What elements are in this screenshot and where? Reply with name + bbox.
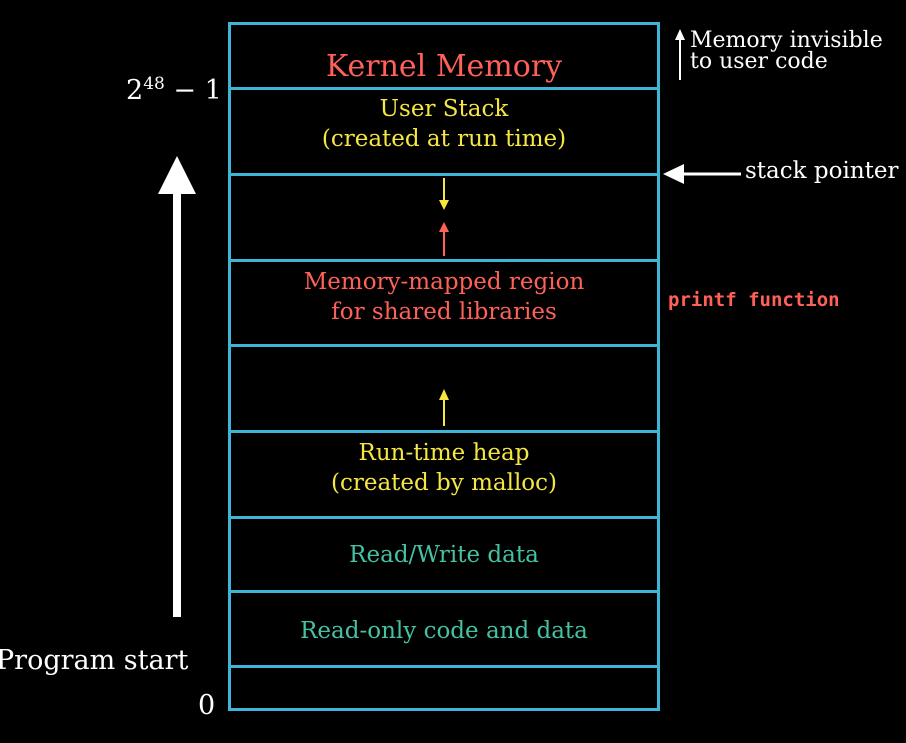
heap-subtitle: (created by malloc) <box>330 469 558 496</box>
mmap-region-label: Memory-mapped region for shared librarie… <box>231 268 657 328</box>
memory-invisible-line2: to user code <box>690 48 828 74</box>
user-stack-title: User Stack <box>379 96 509 122</box>
bottom-address-label: 0 <box>198 690 216 721</box>
kernel-memory-label: Kernel Memory <box>325 49 563 84</box>
divider-kernel-userstack <box>231 87 657 90</box>
memory-invisible-note: Memory invisible to user code <box>690 28 883 74</box>
heap-title: Run-time heap <box>358 440 530 466</box>
mmap-region-subtitle: for shared libraries <box>331 298 557 325</box>
top-address-base: 2 <box>126 75 144 106</box>
mmap-grow-up-arrow-icon <box>439 222 449 256</box>
divider-gap-heap <box>231 430 657 433</box>
stack-pointer-arrow-icon <box>663 164 741 184</box>
divider-rw-ro <box>231 590 657 593</box>
top-address-label: 248 − 1 <box>126 74 222 106</box>
heap-grow-up-arrow-icon <box>439 389 449 426</box>
top-address-exponent: 48 <box>143 74 165 94</box>
program-start-label: Program start <box>0 645 189 676</box>
heap-label: Run-time heap (created by malloc) <box>231 439 657 499</box>
program-growth-arrow-icon <box>158 156 196 617</box>
top-address-suffix: − 1 <box>164 75 222 106</box>
divider-ro-bottom <box>231 665 657 668</box>
stack-pointer-label: stack pointer <box>745 158 899 184</box>
rw-data-label: Read/Write data <box>349 542 539 568</box>
divider-gap-mmap <box>231 259 657 262</box>
user-stack-label: User Stack (created at run time) <box>231 95 657 155</box>
mmap-region-title: Memory-mapped region <box>303 269 585 295</box>
divider-mmap-gap <box>231 344 657 347</box>
user-stack-subtitle: (created at run time) <box>321 125 567 152</box>
divider-heap-rw <box>231 516 657 519</box>
memory-invisible-up-arrow-icon <box>675 29 685 80</box>
divider-userstack-gap <box>231 173 657 176</box>
memory-layout-diagram: Kernel Memory User Stack (created at run… <box>228 22 660 711</box>
stack-grow-down-arrow-icon <box>439 178 449 210</box>
ro-code-label: Read-only code and data <box>300 618 588 644</box>
memory-invisible-line1: Memory invisible <box>690 28 883 53</box>
printf-function-label: printf function <box>668 289 840 311</box>
